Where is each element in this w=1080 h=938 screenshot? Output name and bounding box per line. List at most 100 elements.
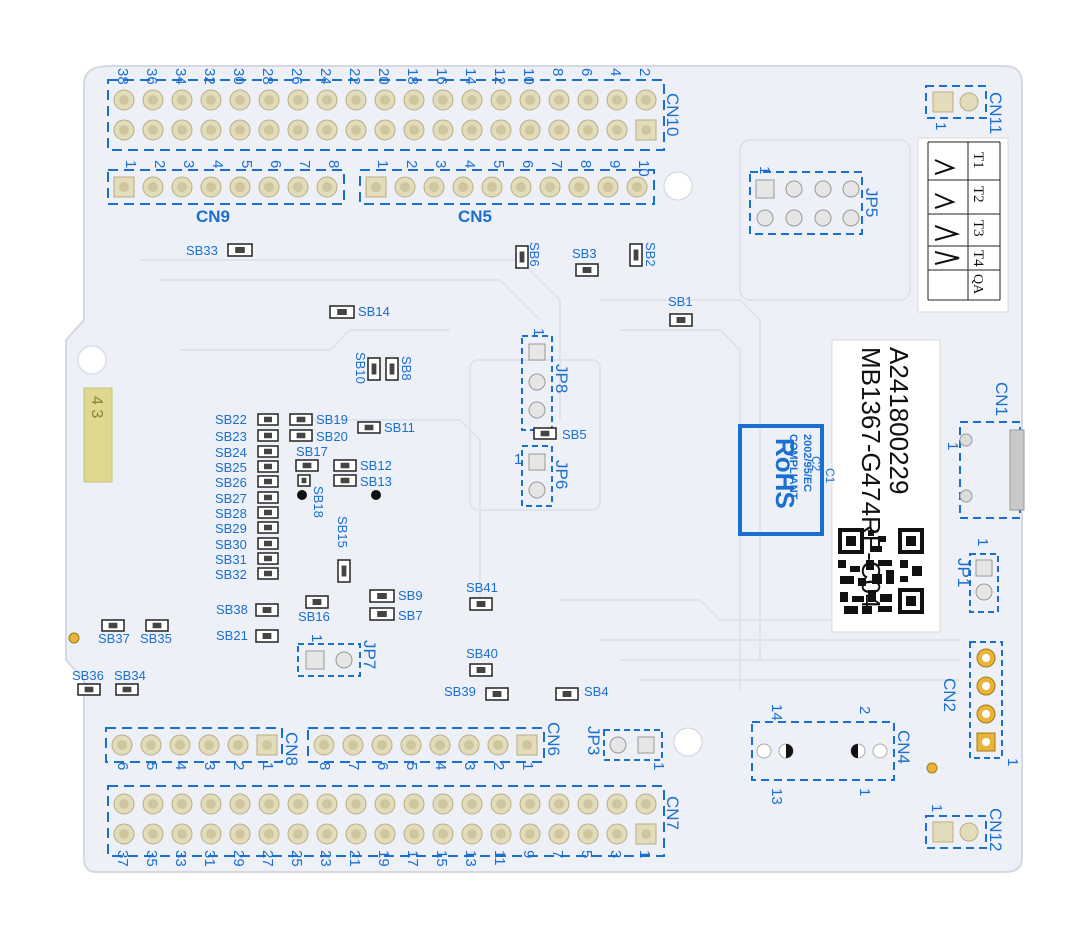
pin-hole bbox=[293, 182, 303, 192]
cn7-pin-number: 7 bbox=[549, 850, 566, 858]
pin-hole bbox=[371, 182, 381, 192]
solder-bridge-core bbox=[582, 267, 592, 273]
cn10-pin-number: 20 bbox=[375, 68, 392, 85]
cn7-pin-number: 23 bbox=[317, 850, 334, 867]
misc-c1-mark: C1 bbox=[823, 468, 837, 484]
serial-number: A241800229 bbox=[884, 347, 914, 494]
pin-hole bbox=[233, 740, 243, 750]
qa-col-t4: T4 bbox=[970, 250, 986, 267]
sb6-label: SB6 bbox=[527, 242, 542, 267]
cn8-pin-number: 4 bbox=[172, 762, 189, 770]
cn9-pin-number: 2 bbox=[151, 160, 168, 168]
pin-hole bbox=[409, 125, 419, 135]
yellow-tag-text: 4 3 bbox=[88, 396, 105, 418]
cn6-pin-number: 3 bbox=[461, 762, 478, 770]
sb26-label: SB26 bbox=[215, 475, 247, 490]
pin-hole bbox=[641, 799, 651, 809]
qa-sticker: T1 T2 T3 T4 QA bbox=[917, 137, 1009, 313]
jp1-label: JP1 bbox=[954, 558, 973, 587]
pin-hole bbox=[632, 182, 642, 192]
pin-hole bbox=[293, 829, 303, 839]
pin-hole bbox=[554, 125, 564, 135]
solder-bridge-core bbox=[296, 416, 306, 423]
sb9-label: SB9 bbox=[398, 588, 423, 603]
solder-bridge-core bbox=[302, 462, 312, 469]
pin-hole bbox=[522, 740, 532, 750]
cn10-pin-number: 28 bbox=[259, 68, 276, 85]
cn9-pin-number: 8 bbox=[325, 160, 342, 168]
pin-hole bbox=[583, 799, 593, 809]
pin-hole bbox=[400, 182, 410, 192]
cn10-pin-number: 24 bbox=[317, 68, 334, 85]
jp1-pin1: 1 bbox=[974, 538, 991, 546]
jp3-pin1: 1 bbox=[650, 762, 667, 770]
cn5-pin-number: 2 bbox=[403, 160, 420, 168]
fiducial bbox=[926, 762, 938, 774]
cn2-header: CN2 1 bbox=[940, 641, 1021, 766]
sb40-label: SB40 bbox=[466, 646, 498, 661]
pin-hole bbox=[119, 95, 129, 105]
cn10-pin-number: 22 bbox=[346, 68, 363, 85]
sb38-label: SB38 bbox=[216, 602, 248, 617]
solder-bridge-core bbox=[492, 691, 502, 697]
rohs-compliant: COMPLIANT bbox=[787, 434, 799, 500]
pin-hole bbox=[235, 829, 245, 839]
pin-hole bbox=[206, 125, 216, 135]
cn10-pin-number: 16 bbox=[433, 68, 450, 85]
cn5-pin-number: 10 bbox=[635, 160, 652, 177]
pin-hole bbox=[119, 829, 129, 839]
cn7-pin-number: 33 bbox=[172, 850, 189, 867]
cn6-label: CN6 bbox=[544, 722, 563, 756]
solder-bridge-core bbox=[301, 477, 307, 484]
cn7-pin-number: 13 bbox=[462, 850, 479, 867]
qa-checkmarks bbox=[934, 159, 961, 265]
pin-hole bbox=[438, 125, 448, 135]
solder-bridge-core bbox=[264, 416, 272, 423]
mounting-hole bbox=[663, 171, 693, 201]
pin-hole bbox=[322, 799, 332, 809]
pin-hole bbox=[293, 125, 303, 135]
pin-hole bbox=[262, 740, 272, 750]
cn8-pin-number: 6 bbox=[114, 762, 131, 770]
pin-hole bbox=[148, 799, 158, 809]
fiducial bbox=[68, 632, 80, 644]
sb20-label: SB20 bbox=[316, 429, 348, 444]
cn6-pin-number: 8 bbox=[316, 762, 333, 770]
pin-hole bbox=[435, 740, 445, 750]
pin-hole bbox=[264, 182, 274, 192]
jp5-jumper: JP5 1 bbox=[749, 166, 881, 235]
qa-col-qa: QA bbox=[970, 274, 985, 295]
solder-bridge-core bbox=[264, 555, 272, 562]
pin-hole bbox=[496, 829, 506, 839]
solder-bridge-core bbox=[152, 622, 162, 629]
solder-bridge-core bbox=[371, 363, 377, 375]
pin-hole bbox=[545, 182, 555, 192]
cn8-pin-number: 5 bbox=[143, 762, 160, 770]
cn7-pin-number: 1 bbox=[636, 850, 653, 858]
pin-hole bbox=[264, 799, 274, 809]
cn12-label: CN12 bbox=[986, 808, 1005, 851]
rohs-logo: RoHS COMPLIANT 2002/95/EC bbox=[738, 424, 824, 536]
cn8-pin-number: 1 bbox=[259, 762, 276, 770]
pin-hole bbox=[574, 182, 584, 192]
pin-hole bbox=[235, 95, 245, 105]
cn5-pin-number: 4 bbox=[461, 160, 478, 168]
sb35-label: SB35 bbox=[140, 631, 172, 646]
pin-hole bbox=[206, 95, 216, 105]
jp6-label: JP6 bbox=[552, 460, 571, 489]
pin-hole bbox=[612, 95, 622, 105]
sb21-label: SB21 bbox=[216, 628, 248, 643]
solder-bridge-core bbox=[235, 247, 245, 253]
jp8-pin1: 1 bbox=[530, 328, 547, 336]
pin-hole bbox=[554, 829, 564, 839]
sb13-label: SB13 bbox=[360, 474, 392, 489]
solder-bridge-labels: SB33 SB6 SB3 SB2 SB1 SB14 SB8 SB10 SB22 … bbox=[72, 242, 693, 699]
pin-hole bbox=[612, 799, 622, 809]
cn6-pin-number: 4 bbox=[432, 762, 449, 770]
solder-bridge-core bbox=[264, 448, 272, 455]
pin-hole bbox=[117, 740, 127, 750]
sb15-label: SB15 bbox=[335, 516, 350, 548]
jp1-jumper: JP1 1 bbox=[954, 538, 999, 613]
